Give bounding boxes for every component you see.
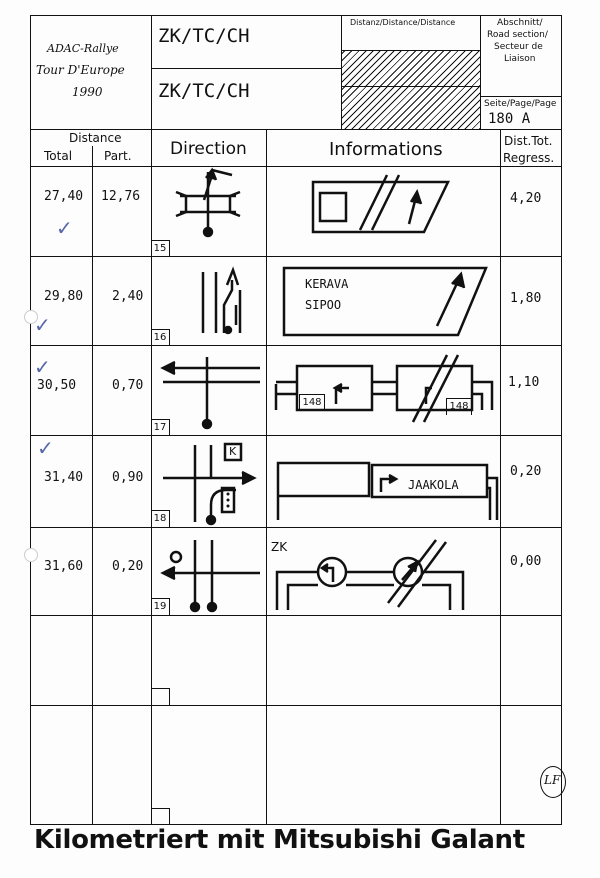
distance-header-label: Distanz/Distance/Distance — [350, 18, 456, 27]
row-1-part: 12,76 — [101, 189, 141, 204]
page-label: Seite/Page/Page — [484, 99, 557, 109]
section-label-2: Road section/ — [487, 30, 548, 40]
rally-year: 1990 — [72, 85, 103, 99]
row-3-check-mark: ✓ — [34, 355, 51, 379]
row-1-total: 27,40 — [44, 189, 84, 204]
control-label-top: ZK/TC/CH — [158, 25, 250, 47]
road-number-2: 148 — [446, 398, 472, 415]
row-sep-3 — [30, 435, 562, 436]
frame-bottom — [30, 824, 562, 825]
hatch-top-line — [341, 50, 480, 51]
row-2-number: 16 — [151, 329, 170, 346]
section-label-1: Abschnitt/ — [497, 18, 543, 28]
col-disttot-header: Dist.Tot. — [504, 134, 553, 148]
rally-name: ADAC-Rallye — [47, 42, 119, 55]
col-part-header: Part. — [104, 149, 132, 163]
sign-sipoo: SIPOO — [305, 298, 342, 312]
header-divider-2 — [341, 15, 342, 129]
header-divider-3 — [480, 15, 481, 129]
row-1-regress: 4,20 — [510, 191, 542, 206]
control-label-bottom: ZK/TC/CH — [158, 80, 250, 102]
page-box-line — [480, 96, 562, 97]
row-7-number-box — [151, 808, 170, 825]
row-3-regress: 1,10 — [508, 375, 540, 390]
row-sep-5 — [30, 615, 562, 616]
sign-jaakola: JAAKOLA — [408, 478, 459, 492]
col-info-divider — [500, 129, 501, 825]
footer-banner: Kilometriert mit Mitsubishi Galant — [34, 825, 525, 855]
row-4-regress: 0,20 — [510, 464, 542, 479]
section-label-3: Secteur de — [494, 42, 543, 52]
hatched-area-2 — [342, 87, 480, 129]
row-5-regress: 0,00 — [510, 554, 542, 569]
row-4-number: 18 — [151, 510, 170, 527]
col-total-header: Total — [44, 149, 73, 163]
row-1-check-mark: ✓ — [56, 216, 73, 240]
rally-tour: Tour D'Europe — [36, 63, 125, 77]
row-2-part: 2,40 — [112, 289, 144, 304]
col-distance-header: Distance — [69, 131, 122, 145]
row-4-check-mark: ✓ — [37, 436, 54, 460]
zk-label: ZK — [271, 540, 288, 554]
sign-kerava: KERAVA — [305, 277, 349, 291]
binder-hole-2 — [24, 548, 38, 562]
frame-right — [561, 15, 562, 825]
row-5-number: 19 — [151, 598, 170, 615]
row-2-check-mark: ✓ — [34, 313, 51, 337]
hatched-area-1 — [342, 51, 480, 86]
frame-top — [30, 15, 562, 16]
header-mid-line — [151, 68, 341, 69]
colhead-top — [30, 129, 562, 130]
row-sep-1 — [30, 256, 562, 257]
row-4-total: 31,40 — [44, 470, 84, 485]
col-direction-divider — [266, 129, 267, 825]
row-1-number: 15 — [151, 240, 170, 257]
row-3-part: 0,70 — [112, 378, 144, 393]
row-4-part: 0,90 — [112, 470, 144, 485]
row-3-total: 30,50 — [37, 378, 77, 393]
row-3-number: 17 — [151, 419, 170, 436]
row-2-regress: 1,80 — [510, 291, 542, 306]
col-direction-header: Direction — [170, 139, 247, 159]
col-regress-header: Regress. — [503, 151, 555, 165]
row-sep-2 — [30, 345, 562, 346]
row-5-part: 0,20 — [112, 559, 144, 574]
row-sep-4 — [30, 527, 562, 528]
hatch-mid-line — [341, 86, 480, 87]
road-number-1: 148 — [299, 394, 325, 411]
lf-stamp-text: LF — [544, 773, 561, 787]
section-label-4: Liaison — [504, 54, 536, 64]
lf-stamp — [540, 766, 566, 798]
row-6-number-box — [151, 688, 170, 705]
row-2-total: 29,80 — [44, 289, 84, 304]
page-number: 180 A — [488, 111, 531, 127]
col-informations-header: Informations — [329, 139, 443, 160]
binder-hole-1 — [24, 310, 38, 324]
col-total-part-divider — [92, 146, 93, 825]
row-5-total: 31,60 — [44, 559, 84, 574]
header-divider-1 — [151, 15, 152, 825]
colhead-bottom — [30, 166, 562, 167]
row-sep-6 — [30, 705, 562, 706]
k-marker: K — [229, 445, 237, 458]
frame-left — [30, 15, 31, 825]
